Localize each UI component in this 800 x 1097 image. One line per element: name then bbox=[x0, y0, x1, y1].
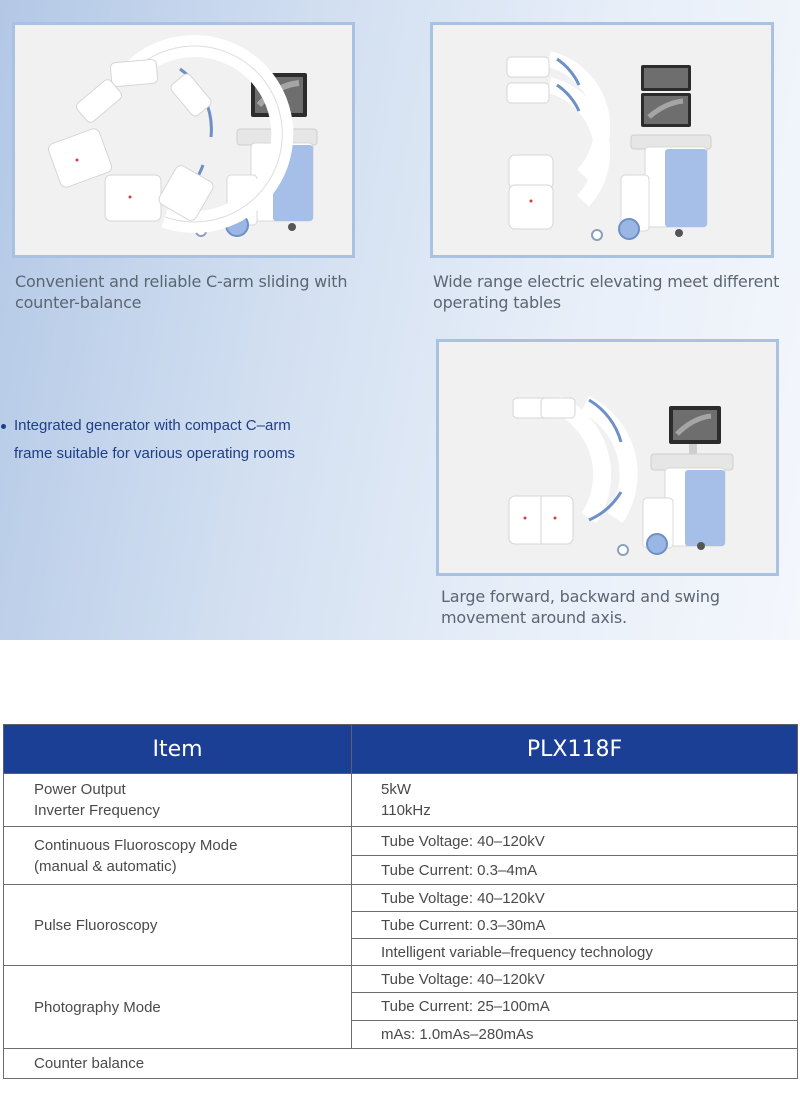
caption-elevating: Wide range electric elevating meet diffe… bbox=[433, 271, 779, 313]
row-value: Tube Current: 0.3–30mA bbox=[351, 911, 798, 939]
table-row: Counter balance bbox=[3, 1048, 798, 1079]
c-arm-sliding-illustration bbox=[15, 25, 352, 255]
table-row: Continuous Fluoroscopy Mode (manual & au… bbox=[3, 826, 798, 885]
row-value: Tube Current: 25–100mA bbox=[351, 992, 798, 1021]
caption-sliding: Convenient and reliable C-arm sliding wi… bbox=[15, 271, 348, 313]
product-image-elevating bbox=[430, 22, 774, 258]
row-value: Tube Current: 0.3–4mA bbox=[351, 855, 798, 885]
row-value: 5kW 110kHz bbox=[351, 773, 798, 827]
table-row: Photography Mode Tube Voltage: 40–120kV bbox=[3, 965, 798, 1049]
c-arm-elevating-illustration bbox=[433, 25, 771, 255]
feature-panel: Convenient and reliable C-arm sliding wi… bbox=[0, 0, 800, 640]
row-value-line: 5kW bbox=[381, 781, 411, 798]
product-image-sliding bbox=[12, 22, 355, 258]
product-image-swing bbox=[436, 339, 779, 576]
table-row: Tube Current: 0.3–30mA bbox=[4, 911, 798, 939]
table-row: Intelligent variable–frequency technolog… bbox=[4, 938, 798, 966]
feature-line-1: Integrated generator with compact C–arm bbox=[14, 417, 291, 434]
table-row: mAs: 1.0mAs–280mAs bbox=[4, 1020, 798, 1049]
feature-line-2: frame suitable for various operating roo… bbox=[14, 445, 295, 462]
spec-table-header: Item PLX118F bbox=[3, 724, 798, 774]
feature-bullet: Integrated generator with compact C–arm … bbox=[14, 412, 344, 468]
header-item: Item bbox=[3, 724, 352, 774]
caption-swing-line-2: movement around axis. bbox=[441, 608, 627, 627]
row-value-line: 110kHz bbox=[381, 802, 431, 819]
caption-sliding-line-1: Convenient and reliable C-arm sliding wi… bbox=[15, 272, 348, 291]
table-row: Tube Current: 0.3–4mA bbox=[4, 855, 798, 885]
caption-sliding-line-2: counter-balance bbox=[15, 293, 142, 312]
row-label: Pulse Fluoroscopy bbox=[3, 884, 352, 966]
row-label: Power Output Inverter Frequency bbox=[3, 773, 352, 827]
caption-elevating-line-2: operating tables bbox=[433, 293, 561, 312]
row-label-line: Power Output bbox=[34, 781, 126, 798]
header-model: PLX118F bbox=[351, 724, 798, 774]
caption-swing: Large forward, backward and swing moveme… bbox=[441, 586, 720, 628]
caption-swing-line-1: Large forward, backward and swing bbox=[441, 587, 720, 606]
bullet-icon bbox=[1, 424, 6, 429]
row-label: Counter balance bbox=[3, 1048, 798, 1079]
table-row: Tube Current: 25–100mA bbox=[4, 992, 798, 1021]
row-label-line: Continuous Fluoroscopy Mode bbox=[34, 836, 238, 854]
row-value: Tube Voltage: 40–120kV bbox=[351, 884, 798, 912]
row-label-line: (manual & automatic) bbox=[34, 857, 177, 875]
row-label: Photography Mode bbox=[3, 965, 352, 1049]
table-row: Power Output Inverter Frequency 5kW 110k… bbox=[3, 773, 798, 827]
row-value: Tube Voltage: 40–120kV bbox=[351, 965, 798, 993]
caption-elevating-line-1: Wide range electric elevating meet diffe… bbox=[433, 272, 780, 291]
row-value: mAs: 1.0mAs–280mAs bbox=[351, 1020, 798, 1049]
row-value: Intelligent variable–frequency technolog… bbox=[351, 938, 798, 966]
c-arm-swing-illustration bbox=[439, 342, 776, 573]
table-row: Pulse Fluoroscopy Tube Voltage: 40–120kV bbox=[3, 884, 798, 966]
row-label-line: Inverter Frequency bbox=[34, 802, 160, 819]
row-label: Continuous Fluoroscopy Mode (manual & au… bbox=[3, 826, 352, 885]
row-value: Tube Voltage: 40–120kV bbox=[351, 826, 798, 856]
spec-table: Item PLX118F Power Output Inverter Frequ… bbox=[3, 724, 798, 1079]
